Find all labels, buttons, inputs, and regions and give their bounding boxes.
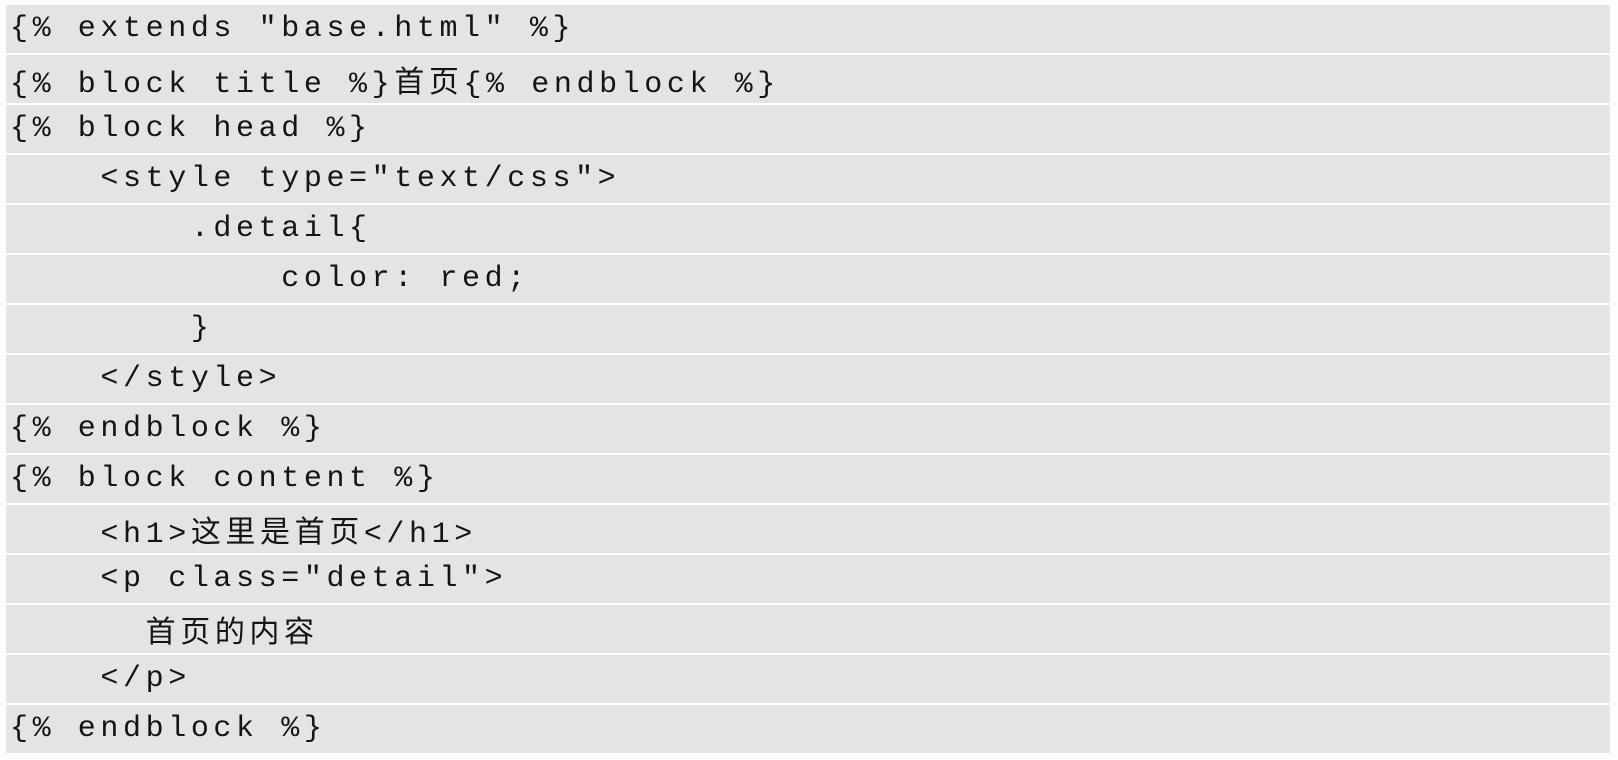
- code-line-text: }: [10, 312, 214, 346]
- code-line: color: red;: [6, 255, 1610, 303]
- code-line-text: <style type="text/css">: [10, 162, 621, 196]
- code-line-text: {% block title %}首页{% endblock %}: [10, 67, 780, 102]
- code-line: <h1>这里是首页</h1>: [6, 505, 1610, 553]
- code-line: {% block head %}: [6, 105, 1610, 153]
- code-line: <p class="detail">: [6, 555, 1610, 603]
- code-line-text: {% block content %}: [10, 462, 440, 496]
- code-line: .detail{: [6, 205, 1610, 253]
- code-line-text: <p class="detail">: [10, 562, 508, 596]
- code-line: 首页的内容: [6, 605, 1610, 653]
- code-line-text: {% endblock %}: [10, 412, 327, 446]
- code-line-text: </style>: [10, 362, 282, 396]
- code-line-text: {% endblock %}: [10, 712, 327, 746]
- code-line-text: <h1>这里是首页</h1>: [10, 517, 477, 552]
- code-line: {% block content %}: [6, 455, 1610, 503]
- code-line: {% endblock %}: [6, 705, 1610, 753]
- code-line-text: color: red;: [10, 262, 530, 296]
- code-line-text: .detail{: [10, 212, 372, 246]
- code-line-text: {% extends "base.html" %}: [10, 12, 576, 46]
- code-line: {% block title %}首页{% endblock %}: [6, 55, 1610, 103]
- code-line: </p>: [6, 655, 1610, 703]
- code-line-text: {% block head %}: [10, 112, 372, 146]
- code-line: </style>: [6, 355, 1610, 403]
- code-line: {% extends "base.html" %}: [6, 5, 1610, 53]
- code-line-text: 首页的内容: [10, 617, 319, 652]
- code-line: <style type="text/css">: [6, 155, 1610, 203]
- code-line: {% endblock %}: [6, 405, 1610, 453]
- code-line-text: </p>: [10, 662, 191, 696]
- code-line: }: [6, 305, 1610, 353]
